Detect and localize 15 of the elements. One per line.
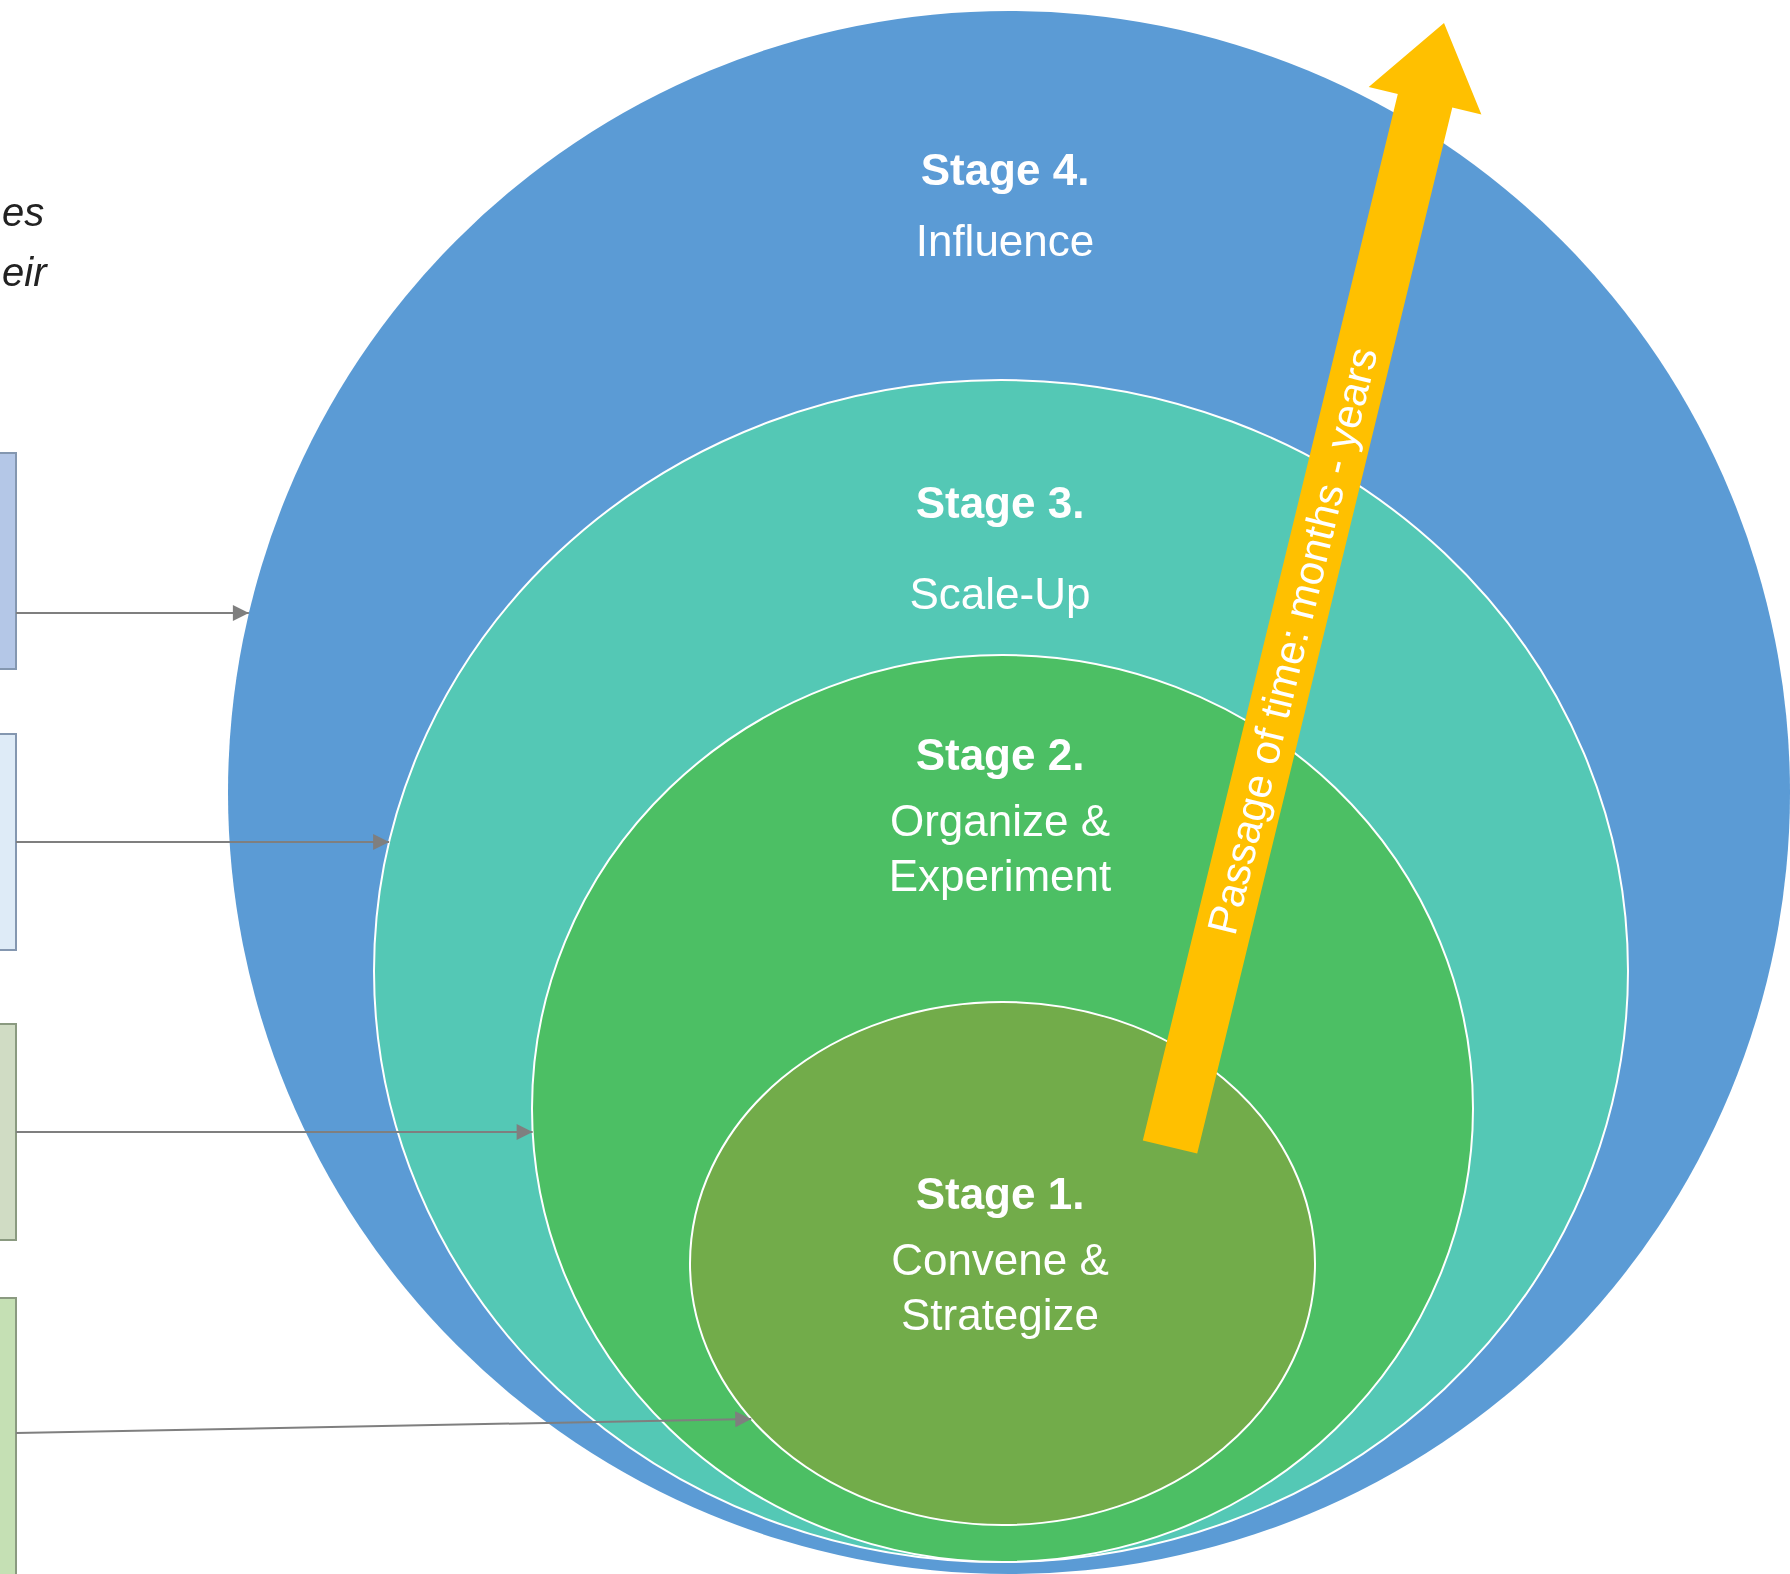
arrow	[15, 605, 250, 621]
note-text: eir	[2, 250, 47, 295]
arrow	[15, 1124, 534, 1140]
note-text: es	[2, 190, 45, 235]
arrow	[15, 834, 391, 850]
stage-name: Organize & Experiment	[887, 795, 1113, 902]
arrow-label: Passage of time: months - years	[1197, 342, 1388, 940]
stage-title: Stage 1.	[914, 1168, 1086, 1220]
stage-name: Convene & Strategize	[890, 1234, 1110, 1341]
arrow	[15, 1411, 753, 1434]
stage-name: Influence	[914, 215, 1096, 267]
stage-name: Scale-Up	[908, 568, 1092, 620]
stage-title: Stage 4.	[919, 144, 1091, 196]
stage-title: Stage 3.	[914, 477, 1086, 529]
stage-title: Stage 2.	[914, 729, 1086, 781]
